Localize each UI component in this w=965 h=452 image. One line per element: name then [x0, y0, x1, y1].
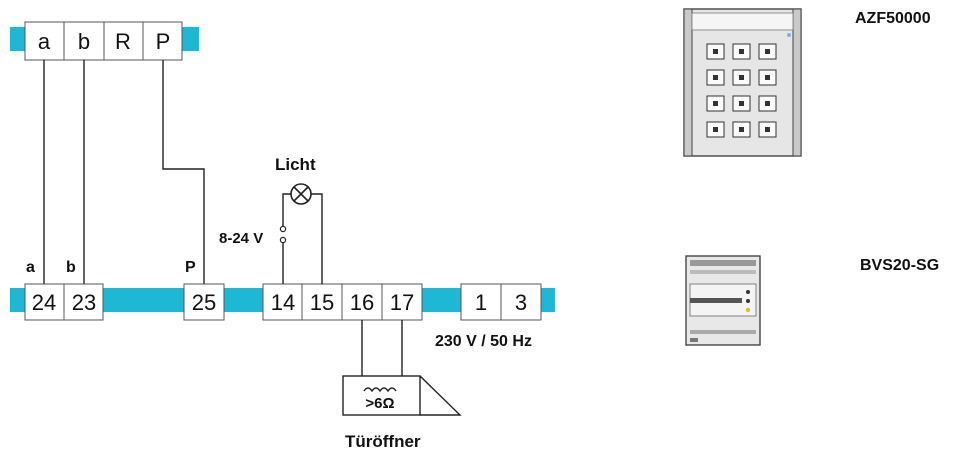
keypad-key-mark	[765, 101, 770, 106]
door-opener-box	[342, 375, 421, 416]
keypad-key-mark	[739, 101, 744, 106]
device-name-keypad: AZF50000	[855, 10, 931, 27]
device-name-psu: BVS20-SG	[860, 257, 939, 274]
terminal-1-label: 1	[475, 290, 487, 315]
terminal-25-label: 25	[192, 290, 216, 315]
terminal-14-label: 14	[271, 290, 295, 315]
lamp-icon	[290, 183, 312, 205]
wire-label-p: P	[185, 259, 196, 276]
keypad-key-mark	[765, 49, 770, 54]
wire-p	[162, 60, 205, 287]
wire-label-b: b	[66, 259, 76, 276]
bus-wires	[43, 60, 205, 287]
door-opener: >6Ω Türöffner	[342, 320, 462, 451]
voltage-label: 8-24 V	[219, 230, 263, 247]
keypad-key-mark	[713, 101, 718, 106]
keypad-key-mark	[739, 49, 744, 54]
keypad-key-mark	[765, 75, 770, 80]
wire-to-lamp-left	[282, 193, 291, 226]
keypad-key-mark	[739, 75, 744, 80]
top-terminal-p-label: P	[156, 29, 171, 54]
top-terminal-a-label: a	[38, 29, 51, 54]
keypad-key-mark	[739, 127, 744, 132]
keypad-panel-icon	[683, 8, 802, 157]
terminal-3	[500, 283, 542, 321]
keypad-key-mark	[713, 75, 718, 80]
bottom-bus: 24 23 25 14 15 16 17 1 3	[10, 283, 555, 321]
opener-label: Türöffner	[345, 432, 421, 451]
terminal-24-label: 24	[32, 290, 56, 315]
terminal-23-label: 23	[72, 290, 96, 315]
din-rail-power-supply-icon	[685, 255, 761, 346]
wire-lamp-to-15	[311, 193, 323, 284]
door-opener-wedge	[419, 375, 462, 416]
light-label: Licht	[275, 155, 316, 174]
top-bus: a b R P	[10, 21, 199, 61]
keypad-key-mark	[713, 127, 718, 132]
top-terminal-b-label: b	[78, 29, 90, 54]
terminal-25	[183, 283, 225, 321]
terminal-16-label: 16	[350, 290, 374, 315]
terminal-23	[63, 283, 104, 321]
contact-upper	[279, 225, 287, 233]
opener-symbol: >6Ω	[365, 395, 394, 412]
top-terminal-b	[63, 21, 105, 61]
contact-lower	[279, 236, 287, 244]
terminal-17-label: 17	[390, 290, 414, 315]
terminal-15	[301, 283, 343, 321]
light-circuit: Licht 8-24 V	[219, 155, 323, 284]
top-terminal-r-label: R	[115, 29, 131, 54]
top-terminal-p	[142, 21, 183, 61]
top-rail-left	[10, 27, 26, 51]
keypad-key-mark	[765, 127, 770, 132]
terminal-24	[24, 283, 65, 321]
top-terminal-r	[103, 21, 144, 61]
terminal-15-label: 15	[310, 290, 334, 315]
top-terminal-a	[24, 21, 65, 61]
terminal-3-label: 3	[515, 290, 527, 315]
coil-icon	[363, 387, 397, 393]
keypad-key-mark	[713, 49, 718, 54]
top-rail-right	[181, 27, 199, 51]
terminal-17	[381, 283, 423, 321]
mains-label: 230 V / 50 Hz	[435, 333, 532, 350]
wire-label-a: a	[26, 259, 35, 276]
